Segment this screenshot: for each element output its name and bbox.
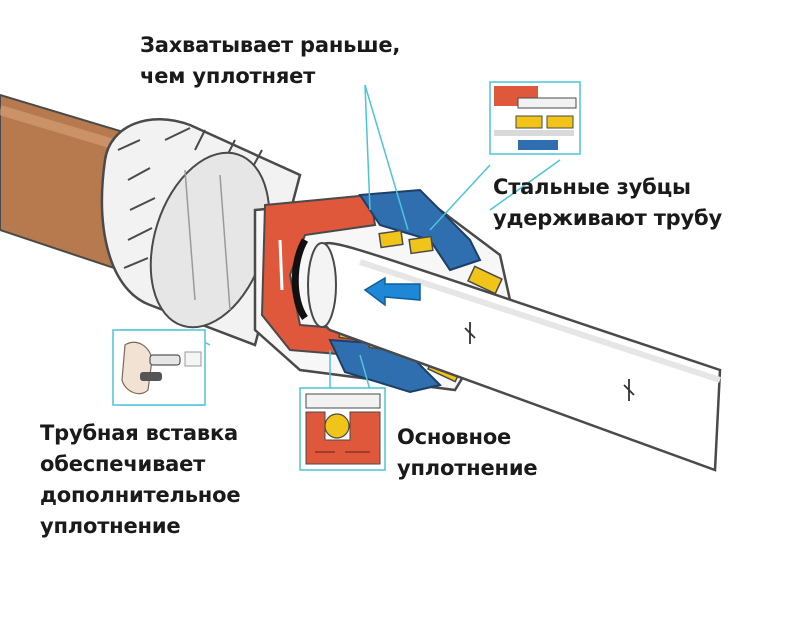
insert-detail-inset [112,329,206,406]
main-seal-ring [291,238,309,321]
label-line: уплотнение [397,456,538,480]
pipe-marking-icon [464,322,635,401]
label-line: чем уплотняет [140,64,316,88]
teeth-detail-inset [489,81,581,155]
label-pipe-insert: Трубная вставка обеспечивает дополнитель… [40,418,241,542]
label-main-seal: Основное уплотнение [397,422,538,484]
label-line: Захватывает раньше, [140,33,401,57]
label-grips-before-sealing: Захватывает раньше, чем уплотняет [140,30,400,92]
flow-arrow-icon [363,276,421,307]
label-line: обеспечивает [40,452,206,476]
label-line: удерживают трубу [493,206,722,230]
label-steel-teeth: Стальные зубцы удерживают трубу [493,172,722,234]
label-line: Основное [397,425,512,449]
label-line: Стальные зубцы [493,175,691,199]
label-line: Трубная вставка [40,421,238,445]
label-line: уплотнение [40,514,181,538]
blue-collet [328,188,482,394]
seal-detail-inset [299,387,386,471]
label-line: дополнительное [40,483,241,507]
